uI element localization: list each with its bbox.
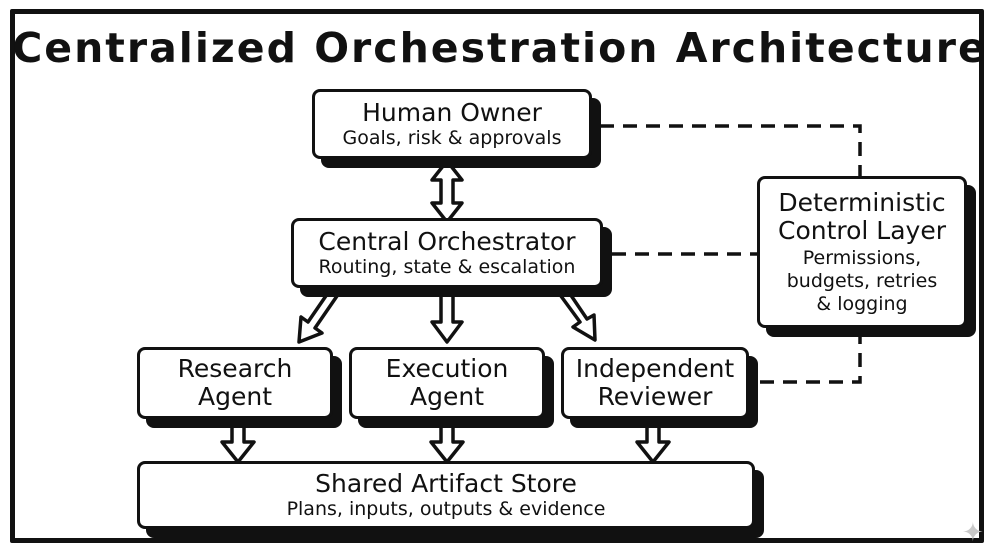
control-layer-sub-line2: budgets, retries — [786, 269, 938, 292]
diagram-title: Centralized Orchestration Architecture — [12, 24, 988, 72]
orchestrator-title: Central Orchestrator — [318, 226, 576, 256]
outer-frame — [10, 9, 984, 543]
research-agent-line1: Research — [177, 354, 293, 383]
artifact-store-subtitle: Plans, inputs, outputs & evidence — [286, 497, 606, 520]
arrow-reviewer-store — [635, 418, 671, 464]
arrow-orchestrator-execution — [430, 290, 464, 344]
independent-reviewer-box: Independent Reviewer — [561, 347, 749, 419]
dashed-link-reviewer-control — [760, 328, 862, 384]
execution-agent-line2: Agent — [410, 382, 484, 411]
shared-artifact-store-box: Shared Artifact Store Plans, inputs, out… — [137, 461, 755, 529]
human-owner-subtitle: Goals, risk & approvals — [342, 126, 562, 149]
reviewer-line2: Reviewer — [597, 382, 713, 411]
arrow-orchestrator-research — [297, 288, 339, 344]
execution-agent-line1: Execution — [385, 354, 509, 383]
artifact-store-title: Shared Artifact Store — [315, 468, 577, 498]
dashed-link-owner-control — [600, 124, 862, 176]
orchestrator-subtitle: Routing, state & escalation — [318, 255, 576, 278]
control-layer-box: Deterministic Control Layer Permissions,… — [757, 176, 967, 328]
control-layer-title-line2: Control Layer — [777, 215, 947, 245]
research-agent-line2: Agent — [198, 382, 272, 411]
execution-agent-box: Execution Agent — [349, 347, 545, 419]
control-layer-title-line1: Deterministic — [778, 187, 946, 217]
human-owner-title: Human Owner — [362, 97, 542, 127]
sparkle-icon: ✦ — [962, 518, 984, 548]
central-orchestrator-box: Central Orchestrator Routing, state & es… — [291, 218, 603, 288]
human-owner-box: Human Owner Goals, risk & approvals — [312, 89, 592, 159]
control-layer-sub-line3: & logging — [816, 292, 908, 315]
control-layer-sub-line1: Permissions, — [802, 246, 922, 269]
research-agent-box: Research Agent — [137, 347, 333, 419]
arrow-research-store — [220, 418, 256, 464]
arrow-execution-store — [429, 418, 465, 464]
arrow-orchestrator-reviewer — [556, 286, 597, 342]
reviewer-line1: Independent — [575, 354, 735, 383]
double-arrow-owner-orchestrator — [430, 159, 464, 224]
